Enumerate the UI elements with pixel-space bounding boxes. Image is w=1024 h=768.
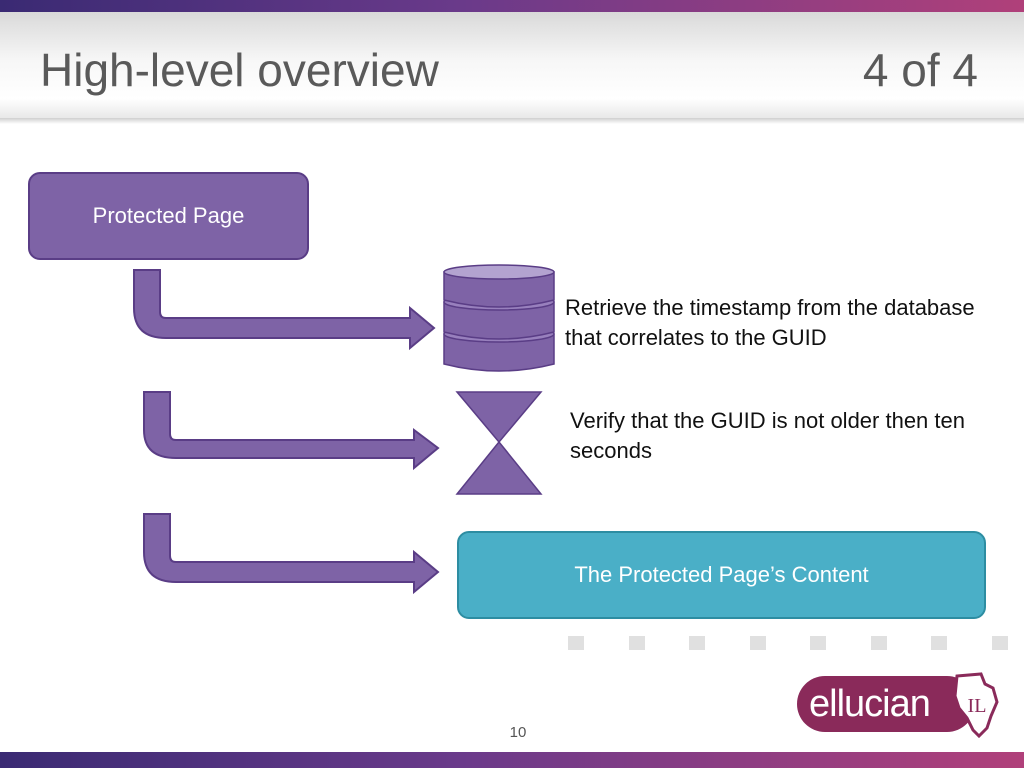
database-icon (443, 264, 555, 372)
flow-arrow-2 (143, 391, 440, 471)
protected-page-box: Protected Page (28, 172, 309, 260)
flow-arrow-3 (143, 513, 440, 595)
slide-number: 10 (509, 724, 527, 741)
protected-page-label: Protected Page (92, 203, 245, 228)
slide-title: High-level overview (40, 44, 439, 96)
logo-text: ellucian (809, 682, 931, 725)
logo-pill: ellucian (797, 676, 975, 732)
step-verify-text: Verify that the GUID is not older then t… (570, 408, 965, 463)
svg-text:IL: IL (968, 695, 987, 717)
title-divider (0, 118, 1024, 124)
decorative-squares (568, 636, 1008, 654)
flow-arrow-1 (133, 269, 436, 351)
page-count: 4 of 4 (862, 44, 978, 96)
hourglass-icon (455, 391, 543, 495)
top-accent-bar (0, 0, 1024, 12)
bottom-accent-bar (0, 752, 1024, 768)
protected-content-label: The Protected Page’s Content (574, 562, 869, 587)
protected-content-box: The Protected Page’s Content (457, 531, 986, 619)
step-retrieve-text: Retrieve the timestamp from the database… (565, 295, 975, 350)
title-band (0, 12, 1024, 120)
illinois-state-icon: IL (953, 672, 999, 738)
ellucian-logo: ellucian IL (797, 672, 1007, 738)
